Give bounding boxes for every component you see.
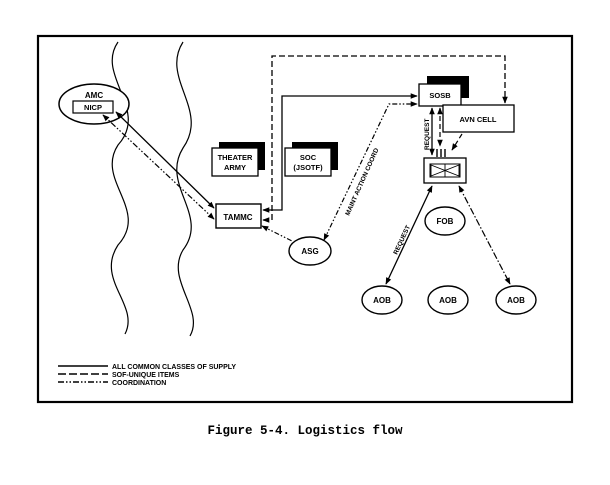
soc-label-line1: SOC xyxy=(300,153,317,162)
soc-label-line2: (JSOTF) xyxy=(293,163,323,172)
aob-label-center: AOB xyxy=(439,296,457,305)
edge-avncell-unit-dashed xyxy=(451,133,463,151)
legend-label-dashed: SOF-UNIQUE ITEMS xyxy=(112,372,180,379)
amc-label: AMC xyxy=(85,91,103,100)
tammc-node xyxy=(215,203,262,229)
asg-node xyxy=(288,236,332,266)
theater-army-node xyxy=(211,147,259,177)
edge-unit-aob-left xyxy=(385,185,433,285)
legend: ALL COMMON CLASSES OF SUPPLY SOF-UNIQUE … xyxy=(58,364,236,387)
avn-cell-label: AVN CELL xyxy=(460,115,497,124)
tammc-label: TAMMC xyxy=(223,213,252,222)
figure-caption: Figure 5-4. Logistics flow xyxy=(207,424,403,438)
edge-asg-sosb-maint-coord xyxy=(323,101,418,241)
legend-label-coordination: COORDINATION xyxy=(112,380,166,387)
nicp-label: NICP xyxy=(84,103,102,112)
edge-unit-aob-right xyxy=(458,185,511,285)
edge-tammc-asg-coordination xyxy=(261,225,293,242)
aob-node-center xyxy=(427,285,469,315)
request-label-sosb: REQUEST xyxy=(424,119,431,150)
theater-army-label-line1: THEATER xyxy=(218,153,253,162)
aob-node-right xyxy=(495,285,537,315)
nicp-node xyxy=(72,100,114,114)
asg-label: ASG xyxy=(301,247,318,256)
edge-tammc-avncell-dashed xyxy=(262,55,508,223)
legend-label-solid: ALL COMMON CLASSES OF SUPPLY xyxy=(112,364,236,371)
aob-label-left: AOB xyxy=(373,296,391,305)
aob-label-right: AOB xyxy=(507,296,525,305)
edge-tammc-nicp-coordination xyxy=(102,114,215,220)
theater-army-label-line2: ARMY xyxy=(224,163,246,172)
fob-label: FOB xyxy=(437,217,454,226)
aob-node-left xyxy=(361,285,403,315)
sosb-label: SOSB xyxy=(429,91,451,100)
